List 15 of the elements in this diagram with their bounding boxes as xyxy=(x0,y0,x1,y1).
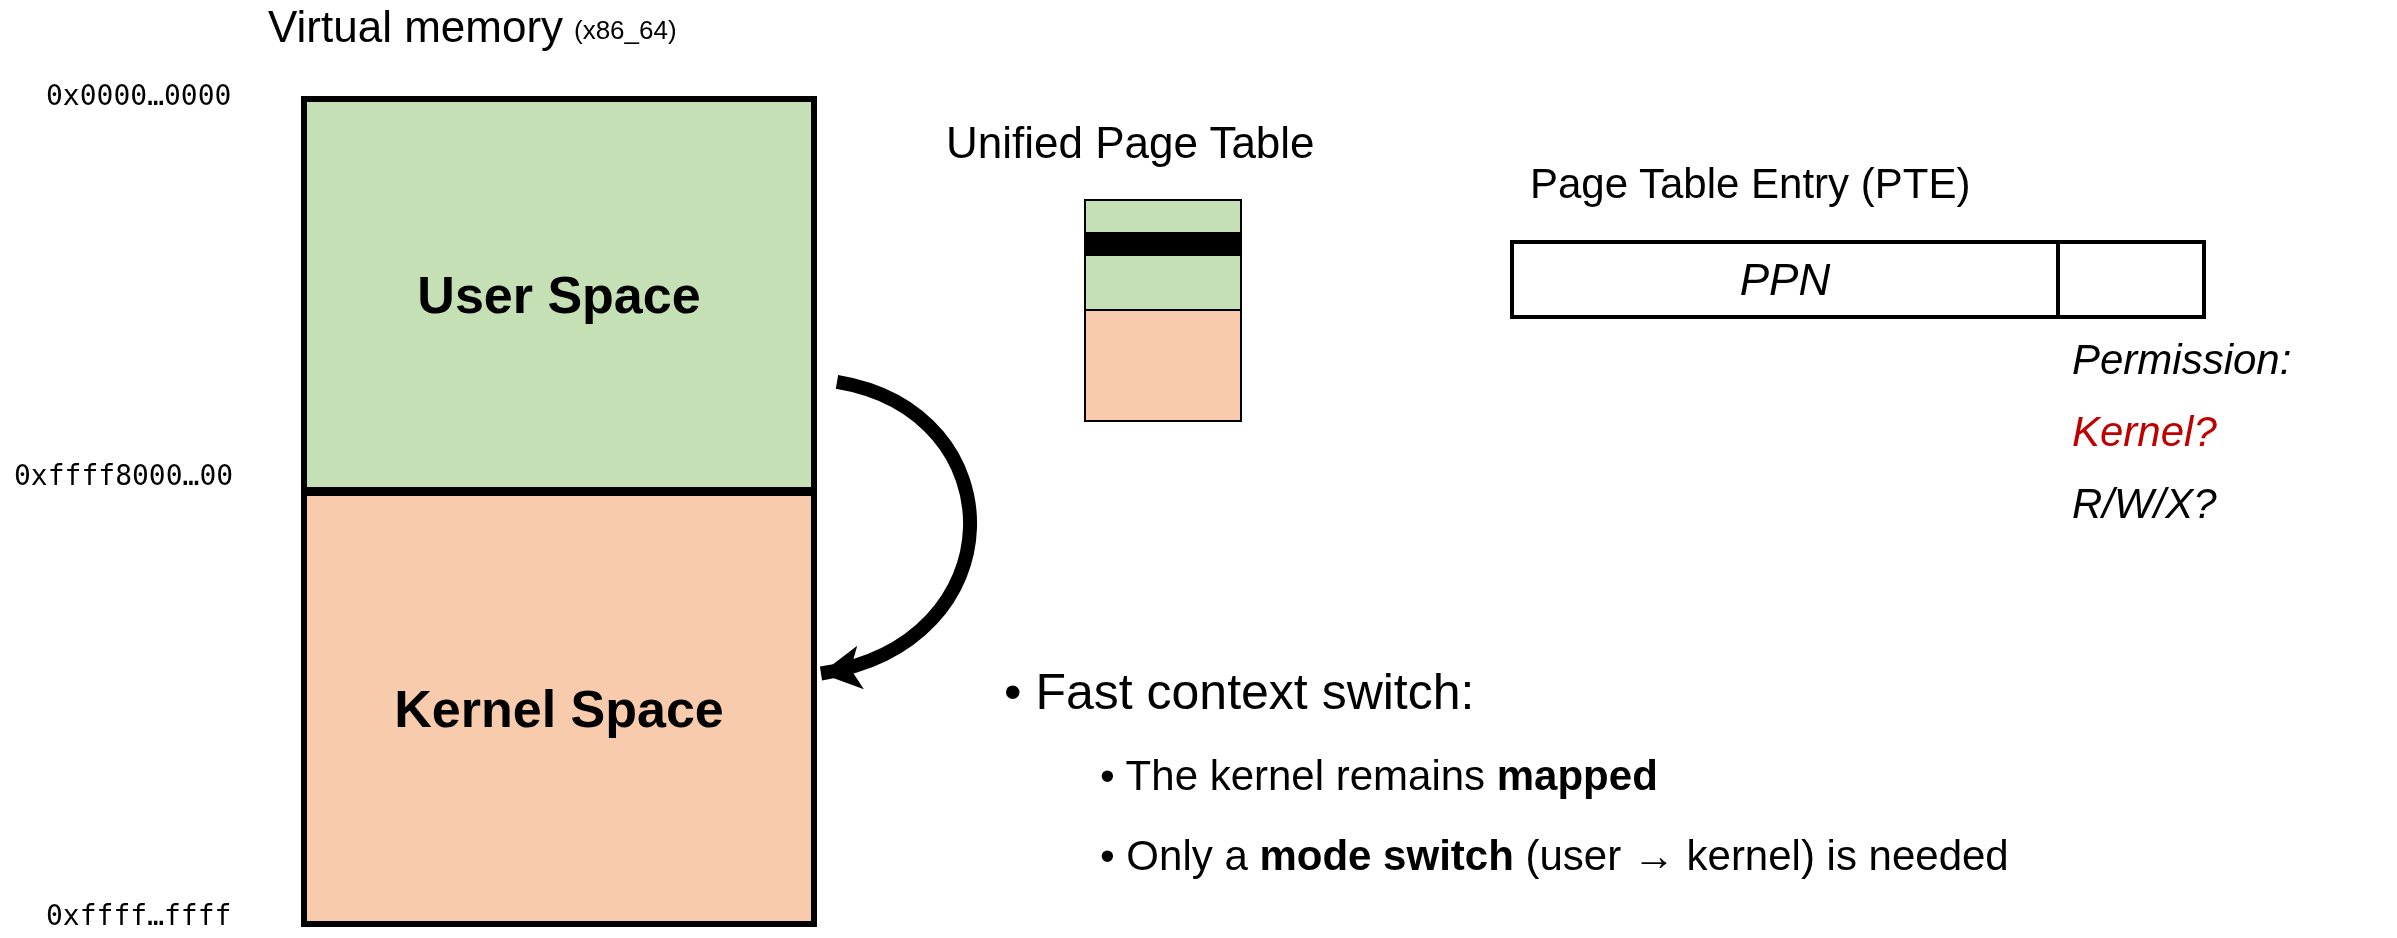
address-label: 0x0000…0000 xyxy=(46,80,232,113)
title-note: (x86_64) xyxy=(574,16,677,46)
bullet-text: • Fast context switch: xyxy=(1004,664,1475,722)
field-note: Kernel? xyxy=(2072,408,2217,457)
section-heading: Unified Page Table xyxy=(946,118,1315,169)
field-note: R/W/X? xyxy=(2072,480,2217,529)
address-label: 0xffff…ffff xyxy=(46,900,232,933)
bullet-text: • Only a mode switch (user → kernel) is needed xyxy=(1100,832,2009,881)
bullet-text: • The kernel remains mapped xyxy=(1100,752,1658,801)
diagram-title: Virtual memory xyxy=(268,2,564,53)
section-heading: Page Table Entry (PTE) xyxy=(1530,160,1971,209)
memory-region: Kernel Space xyxy=(301,490,817,927)
address-label: 0xffff8000…00 xyxy=(14,460,234,493)
memory-region: User Space xyxy=(301,96,817,493)
field-note: Permission: xyxy=(2072,336,2292,385)
